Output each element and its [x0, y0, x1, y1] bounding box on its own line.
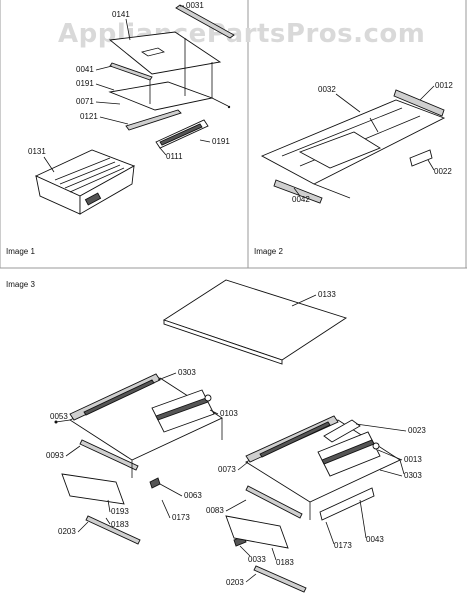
callout-0131: 0131 — [28, 147, 46, 156]
image-3-drawing — [54, 279, 405, 593]
callout-0141: 0141 — [112, 10, 130, 19]
shelf-label-mark — [141, 47, 165, 57]
callout-0032: 0032 — [318, 85, 336, 94]
image-2-callouts: 0032 0012 0042 0022 — [292, 81, 453, 204]
part-0023-bar — [323, 419, 361, 443]
part-0041-bar — [109, 62, 153, 81]
callout-0071: 0071 — [76, 97, 94, 106]
part-0042-rail — [273, 179, 323, 204]
callout-0111: 0111 — [166, 152, 183, 161]
part-frame-upper — [108, 81, 214, 111]
part-0193-lid — [61, 473, 125, 505]
callout-0303-right: 0303 — [404, 471, 422, 480]
panel-title-image-2: Image 2 — [254, 247, 283, 256]
callout-0191-b: 0191 — [212, 137, 230, 146]
part-0141-glass-shelf — [108, 31, 222, 75]
callout-0083: 0083 — [206, 506, 224, 515]
callout-0183-left: 0183 — [111, 520, 129, 529]
part-0093-bar — [79, 439, 139, 471]
image-1-drawing — [34, 4, 235, 215]
part-0183-lid — [225, 515, 289, 549]
callout-0103: 0103 — [220, 409, 238, 418]
callout-0023: 0023 — [408, 426, 426, 435]
callout-0063: 0063 — [184, 491, 202, 500]
callout-0073: 0073 — [218, 465, 236, 474]
image-1-callouts: 0031 0141 0041 0191 0071 0121 0191 0131 … — [28, 1, 230, 173]
part-0012-rail — [393, 89, 445, 117]
callout-0031: 0031 — [186, 1, 204, 10]
callout-0133: 0133 — [318, 290, 336, 299]
callout-0121: 0121 — [80, 112, 98, 121]
callout-0033: 0033 — [248, 555, 266, 564]
callout-0203-left: 0203 — [58, 527, 76, 536]
part-0203-right-strip — [253, 565, 307, 593]
part-0063-clip — [149, 477, 161, 489]
callout-0173-right: 0173 — [334, 541, 352, 550]
part-0043-plate — [319, 487, 375, 521]
part-0022-bracket — [409, 149, 433, 167]
watermark: AppliancePartsPros.com — [58, 19, 425, 49]
panel-title-image-3: Image 3 — [6, 280, 35, 289]
callout-0193: 0193 — [111, 507, 129, 516]
callout-0042: 0042 — [292, 195, 310, 204]
callout-0191-a: 0191 — [76, 79, 94, 88]
image-3-callouts: 0133 0303 0053 0103 0093 0063 0193 0183 … — [46, 290, 426, 587]
callout-0303-left: 0303 — [178, 368, 196, 377]
callout-0203-right: 0203 — [226, 578, 244, 587]
callout-0043: 0043 — [366, 535, 384, 544]
part-0121-rail — [125, 109, 182, 131]
callout-0053: 0053 — [50, 412, 68, 421]
callout-0173-left: 0173 — [172, 513, 190, 522]
callout-0012: 0012 — [435, 81, 453, 90]
part-0203-left-strip — [85, 515, 141, 545]
part-0083-rail — [245, 485, 303, 519]
part-0031-rail — [175, 4, 235, 39]
callout-0041: 0041 — [76, 65, 94, 74]
panel-frames — [0, 0, 467, 269]
callout-0183-right: 0183 — [276, 558, 294, 567]
image-2-drawing — [260, 89, 446, 204]
callout-0022: 0022 — [434, 167, 452, 176]
callout-0013: 0013 — [404, 455, 422, 464]
panel-title-image-1: Image 1 — [6, 247, 35, 256]
callout-0093: 0093 — [46, 451, 64, 460]
